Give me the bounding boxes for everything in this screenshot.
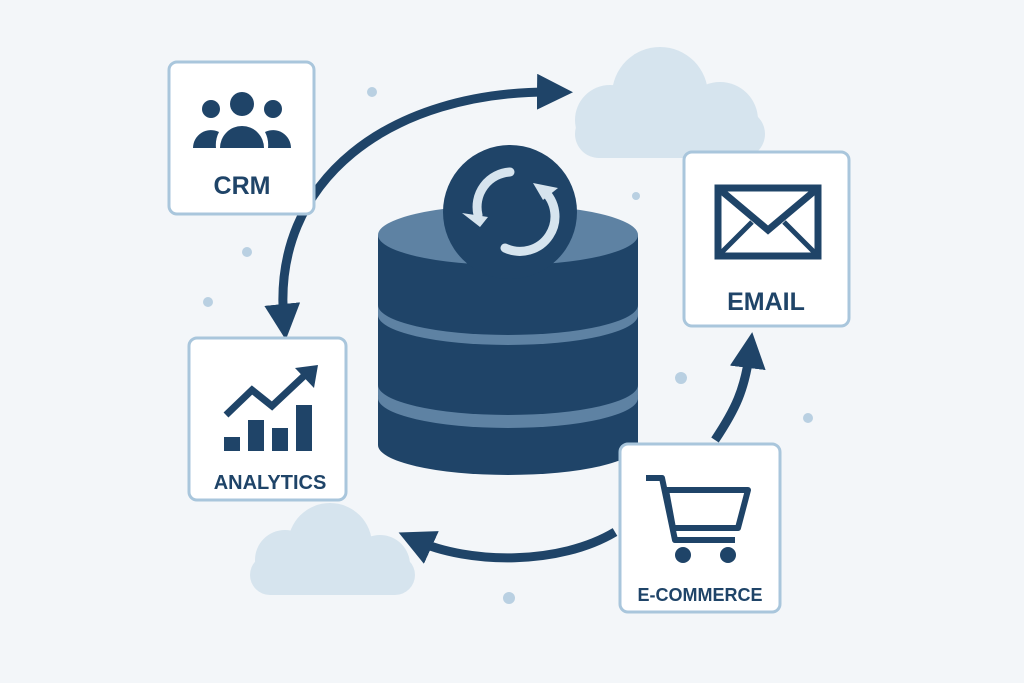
shopping-cart-icon	[646, 475, 751, 563]
envelope-icon	[714, 184, 822, 260]
sync-icon	[443, 145, 577, 279]
email-label: EMAIL	[727, 288, 805, 316]
crm-label: CRM	[214, 172, 271, 200]
sync-arrow-email	[711, 332, 766, 443]
analytics-label: ANALYTICS	[214, 472, 327, 494]
bar-chart-trend-icon	[223, 365, 318, 451]
sync-arrow-crm	[264, 73, 573, 340]
cloud-icon	[575, 47, 765, 158]
analytics-node: ANALYTICS	[187, 336, 348, 502]
ecommerce-label: E-COMMERCE	[638, 585, 763, 605]
crm-node: CRM	[167, 60, 316, 216]
database-icon	[378, 205, 638, 475]
ecommerce-node: E-COMMERCE	[618, 442, 782, 614]
sync-arrow-analytics	[398, 528, 618, 564]
email-node: EMAIL	[682, 150, 851, 328]
users-icon	[193, 92, 291, 148]
cloud-icon	[250, 503, 415, 595]
